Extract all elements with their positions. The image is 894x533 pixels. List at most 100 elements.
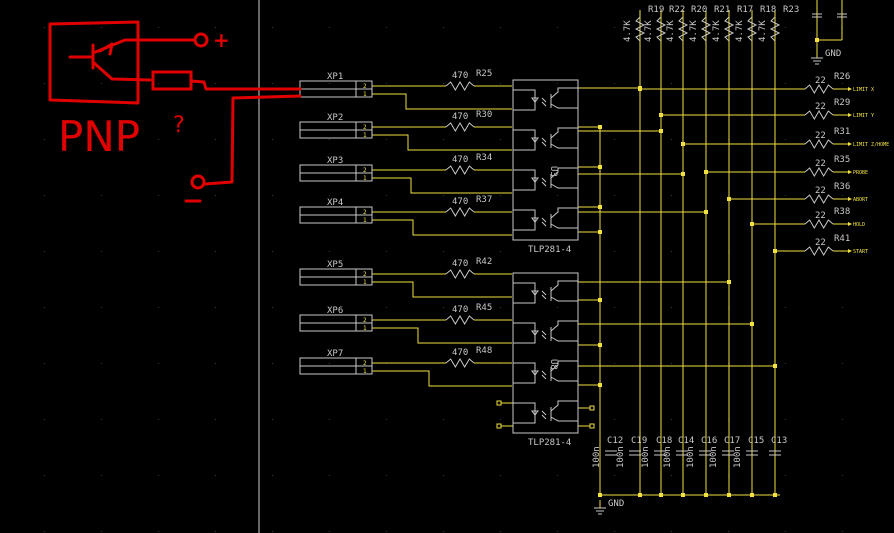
grid-dot [842,139,843,140]
capacitor-value: 100n [592,446,602,468]
collector [550,87,578,99]
grid-dot [215,531,216,532]
grid-dot [614,251,615,252]
annotation-stroke [91,60,152,82]
ic-ref: U3 [548,166,558,177]
light-arrow [541,374,547,380]
grid-dot [842,307,843,308]
resistor-ref: R17 [737,5,753,15]
wire [372,370,512,387]
resistor-ref: R18 [760,5,776,15]
resistor-value: 4.7K [623,20,633,42]
resistor-ref: R41 [834,234,850,244]
grid-dot [785,195,786,196]
grid-dot [386,27,387,28]
annotation-stroke [48,20,140,105]
grid-dot [272,475,273,476]
resistor-ref: R38 [834,207,850,217]
resistor-ref: R36 [834,182,850,192]
resistor-ref: R30 [476,110,492,120]
emitter [550,103,578,109]
resistor-symbol [804,194,834,204]
grid-dot [386,139,387,140]
grid-dot [158,531,159,532]
grid-dot [500,27,501,28]
led-icon [531,177,539,183]
grid-dot [785,83,786,84]
annotation-stroke [189,79,302,91]
grid-dot [443,139,444,140]
grid-dot [329,307,330,308]
net-label: START [853,249,868,255]
resistor-value: 4.7K [644,20,654,42]
resistor-symbol [445,207,475,217]
grid-dot [614,363,615,364]
resistor-value: 22 [815,159,826,169]
capacitor-ref: C12 [607,436,623,446]
grid-dot [785,307,786,308]
grid-dot [329,27,330,28]
grid-dot [842,419,843,420]
grid-dot [272,307,273,308]
grid-dot [101,195,102,196]
resistor-value: 22 [815,76,826,86]
connector-ref: XP2 [327,113,343,123]
resistor-value: 470 [452,71,468,81]
grid-dot [785,531,786,532]
capacitor-ref: C13 [771,436,787,446]
resistor-symbol [804,110,834,120]
grid-dot [386,307,387,308]
junction-dot [750,222,754,226]
grid-dot [44,475,45,476]
net-label: LIMIT X [853,87,874,93]
resistor-value: 470 [452,259,468,269]
led-loop [513,129,536,151]
junction-dot [638,87,642,91]
grid-dot [557,27,558,28]
grid-dot [557,419,558,420]
grid-dot [614,419,615,420]
grid-dot [842,531,843,532]
capacitor-c12: C12 100n [592,436,623,468]
light-arrow [541,181,547,187]
resistor-ref: R21 [714,5,730,15]
resistor-symbol [804,219,834,229]
capacitor-ref: C15 [748,436,764,446]
ic-part: TLP281-4 [528,245,571,255]
resistor-value: 470 [452,155,468,165]
led-loop [513,169,536,191]
plus-terminal-icon [193,32,209,48]
grid-dot [272,83,273,84]
pin-number: 2 [363,124,367,131]
junction-dot [773,364,777,368]
grid-dot [671,27,672,28]
collector [550,400,578,412]
grid-dot [158,419,159,420]
grid-dot [500,307,501,308]
junction-dot [598,125,602,129]
resistor-symbol [445,358,475,368]
junction-dot [598,383,602,387]
pin-number: 2 [363,317,367,324]
grid-dot [671,419,672,420]
resistor-value: 22 [815,211,826,221]
light-arrow [541,97,547,103]
junction-dot [598,343,602,347]
capacitor-c9 [837,13,847,18]
nc-pin [589,423,595,429]
grid-dot [101,419,102,420]
resistor-value: 470 [452,305,468,315]
grid-dot [272,139,273,140]
wire [372,219,512,236]
grid-dot [215,195,216,196]
resistor-value: 22 [815,238,826,248]
